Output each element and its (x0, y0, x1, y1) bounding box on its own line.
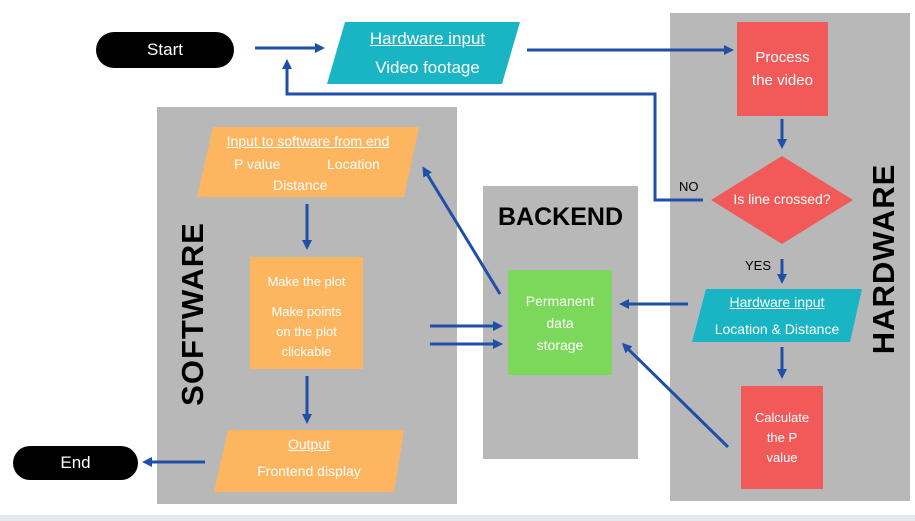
start-terminal: Start (96, 32, 234, 68)
hw-input-top-title: Hardware input (369, 29, 486, 48)
plot-box: Make the plot Make points on the plot cl… (250, 257, 363, 369)
hw-input-mid-text: Hardware input Location & Distance (694, 289, 860, 343)
hw-input-top-shape (327, 22, 520, 84)
hw-input-mid-title: Hardware input (729, 294, 825, 310)
end-terminal: End (13, 446, 138, 480)
sw-input-shape (197, 127, 419, 197)
storage-line-1: Permanent (525, 292, 595, 309)
sw-input-pvalue: P value (234, 156, 281, 172)
hw-input-mid-shape (692, 289, 862, 342)
storage-line-3: storage (536, 336, 584, 353)
process-line-2: the video (752, 72, 813, 89)
hw-input-top-text: Hardware input Video footage (340, 24, 515, 82)
storage-box: Permanent data storage (508, 270, 612, 375)
sw-input-distance: Distance (273, 177, 328, 193)
plot-line-4: clickable (281, 344, 332, 359)
calculate-box: Calculate the P value (741, 386, 823, 489)
arrow-no-loop (282, 59, 703, 202)
output-text: Output Frontend display (218, 433, 400, 487)
software-label: SOFTWARE (175, 222, 210, 406)
bottom-strip (0, 515, 915, 521)
hardware-label: HARDWARE (866, 163, 901, 355)
process-box: Process the video (737, 22, 828, 116)
sw-input-title: Input to software from end (226, 133, 390, 149)
plot-line-1: Make the plot (267, 274, 346, 289)
plot-line-2: Make points (271, 304, 342, 319)
calculate-line-3: value (766, 449, 798, 465)
sw-input-location: Location (327, 156, 380, 172)
arrow-storage-swinput (422, 166, 502, 295)
no-label: NO (679, 179, 699, 194)
output-shape (214, 430, 404, 492)
plot-line-3: on the plot (276, 324, 337, 339)
yes-label: YES (745, 258, 772, 273)
output-value: Frontend display (257, 463, 361, 479)
calculate-line-1: Calculate (754, 409, 810, 425)
output-title: Output (287, 436, 331, 452)
hw-input-mid-value: Location & Distance (714, 321, 840, 337)
arrow-calc-storage (621, 342, 730, 449)
backend-title: BACKEND (498, 203, 623, 231)
calculate-line-2: the P (766, 429, 798, 445)
decision-diamond (711, 156, 853, 244)
decision-text: Is line crossed? (733, 191, 831, 207)
process-line-1: Process (755, 49, 810, 66)
storage-line-2: data (546, 314, 574, 331)
hw-input-top-value: Video footage (375, 58, 480, 77)
